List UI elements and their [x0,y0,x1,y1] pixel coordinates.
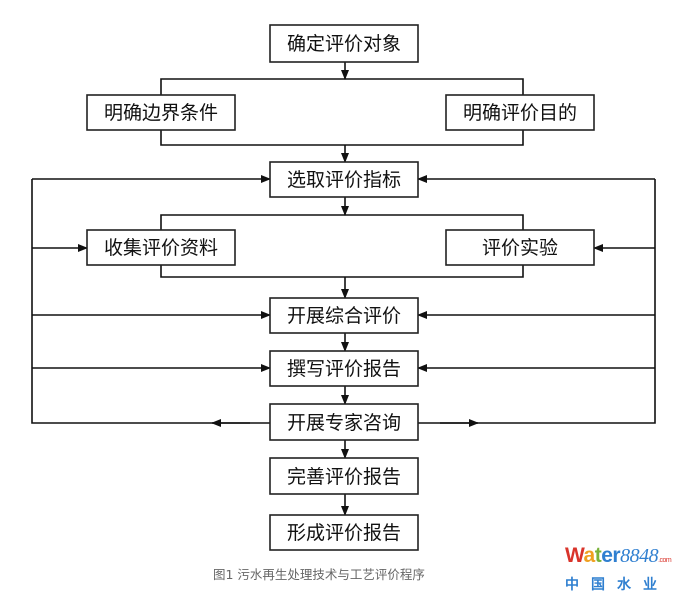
node-label: 撰写评价报告 [287,358,401,380]
node-label: 确定评价对象 [287,33,401,55]
node-final-report: 形成评价报告 [269,514,419,551]
node-label: 开展专家咨询 [287,412,401,434]
node-label: 评价实验 [482,237,558,259]
node-label: 形成评价报告 [287,522,401,544]
watermark-logo: Water8848.com 中国水业网 [565,545,693,591]
node-clarify-purpose: 明确评价目的 [445,94,595,131]
node-experiment: 评价实验 [445,229,595,266]
node-expert-consult: 开展专家咨询 [269,403,419,441]
node-label: 明确边界条件 [104,102,218,124]
node-improve-report: 完善评价报告 [269,457,419,495]
node-determine-object: 确定评价对象 [269,24,419,63]
node-label: 明确评价目的 [463,102,577,124]
figure-caption: 图1 污水再生处理技术与工艺评价程序 [213,567,425,582]
node-label: 选取评价指标 [287,169,401,191]
watermark-subtitle: 中国水业网 [565,577,669,591]
node-label: 收集评价资料 [104,237,218,259]
watermark-brand: Water8848.com [565,544,672,568]
node-clarify-boundary: 明确边界条件 [86,94,236,131]
node-write-report: 撰写评价报告 [269,350,419,387]
node-collect-data: 收集评价资料 [86,229,236,266]
node-comprehensive-eval: 开展综合评价 [269,297,419,334]
connectors [31,62,656,516]
node-select-indicators: 选取评价指标 [269,161,419,198]
node-label: 开展综合评价 [287,305,401,327]
node-label: 完善评价报告 [287,466,401,488]
